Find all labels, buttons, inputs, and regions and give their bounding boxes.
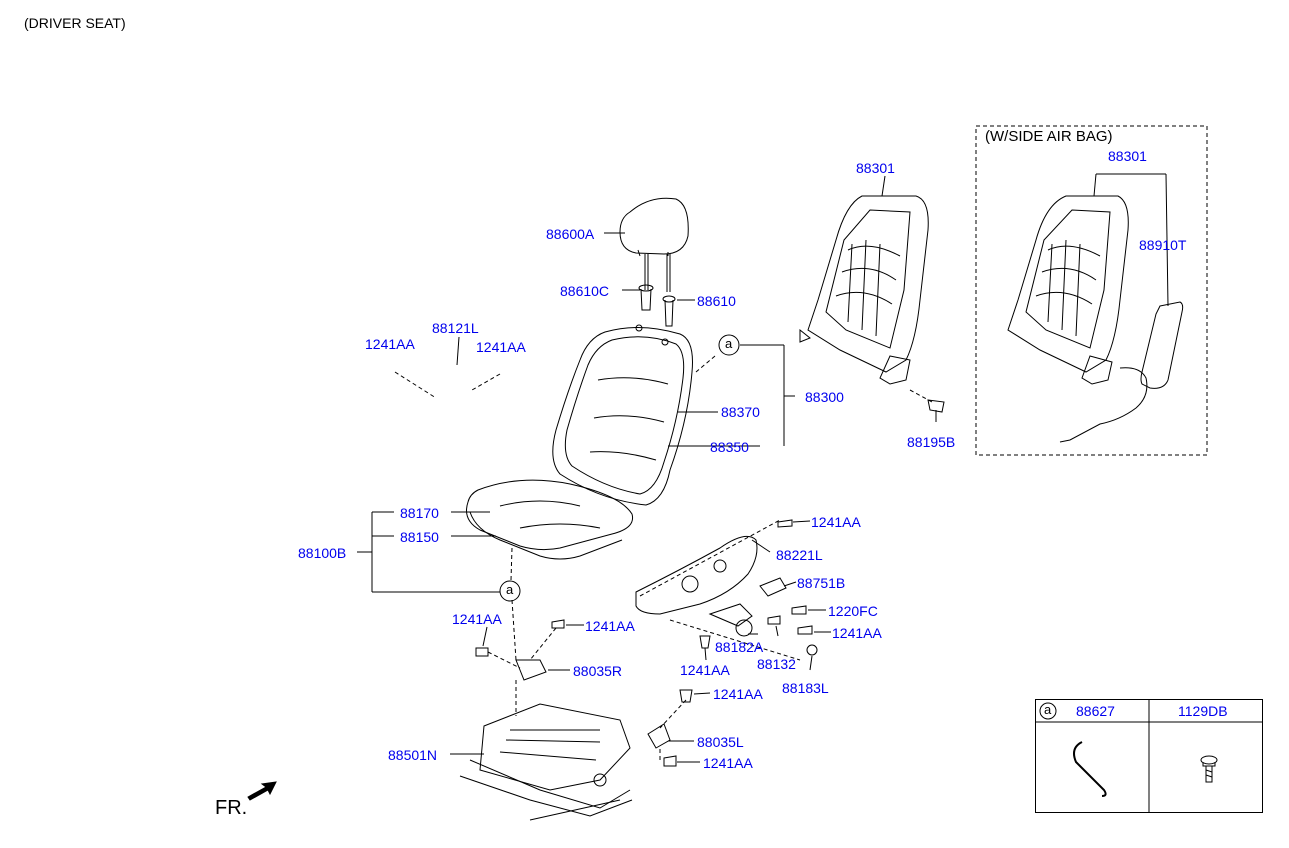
seatback-graphic [552, 324, 693, 506]
part-label-88610[interactable]: 88610 [697, 293, 736, 309]
part-label-1241AA-e[interactable]: 1241AA [452, 611, 502, 627]
side-cover-graphic [635, 535, 787, 637]
part-label-88150[interactable]: 88150 [400, 529, 439, 545]
part-label-88300[interactable]: 88300 [805, 389, 844, 405]
part-label-88501N[interactable]: 88501N [388, 747, 438, 763]
bolt-88195B-graphic [909, 389, 945, 422]
part-label-88121L[interactable]: 88121L [432, 320, 479, 336]
part-label-88035L[interactable]: 88035L [697, 734, 744, 750]
legend-marker-circle [1039, 702, 1057, 720]
legend-marker: a [1044, 702, 1052, 717]
part-label-88370[interactable]: 88370 [721, 404, 760, 420]
part-label-88100B[interactable]: 88100B [298, 545, 347, 561]
part-label-88221L[interactable]: 88221L [776, 547, 823, 563]
variant-box-title: (W/SIDE AIR BAG) [985, 128, 1113, 145]
legend-col2-label[interactable]: 1129DB [1178, 703, 1228, 719]
legend-col1-label[interactable]: 88627 [1076, 703, 1115, 719]
callout-circle-1 [718, 334, 740, 356]
part-label-1241AA-a[interactable]: 1241AA [365, 336, 415, 352]
part-label-88183L[interactable]: 88183L [782, 680, 829, 696]
variant-box-border [975, 125, 1208, 456]
part-label-88195B[interactable]: 88195B [907, 434, 956, 450]
part-label-1241AA-i[interactable]: 1241AA [703, 755, 753, 771]
part-label-88170[interactable]: 88170 [400, 505, 439, 521]
part-label-88600A[interactable]: 88600A [546, 226, 595, 242]
cushion-graphic [466, 479, 634, 560]
callout-marker-a-1: a [725, 336, 733, 351]
part-label-88301-b[interactable]: 88301 [1108, 148, 1147, 164]
callout-marker-a-2: a [506, 582, 514, 597]
part-label-1220FC[interactable]: 1220FC [828, 603, 878, 619]
headrest-graphic [619, 197, 689, 327]
part-label-1241AA-b[interactable]: 1241AA [476, 339, 526, 355]
bracket-graphic [515, 659, 671, 749]
part-label-1241AA-c[interactable]: 1241AA [811, 514, 861, 530]
page-title: (DRIVER SEAT) [24, 15, 126, 31]
bolt-1129DB-graphic [1200, 755, 1218, 783]
part-label-1241AA-f[interactable]: 1241AA [585, 618, 635, 634]
screws-graphic [475, 519, 818, 767]
part-label-1241AA-g[interactable]: 1241AA [680, 662, 730, 678]
orientation-label: FR. [215, 797, 248, 819]
part-label-88035R[interactable]: 88035R [573, 663, 623, 679]
legend-table [1035, 699, 1263, 813]
part-label-88610C[interactable]: 88610C [560, 283, 610, 299]
frame-graphic-1 [799, 195, 929, 385]
front-arrow-graphic [247, 781, 277, 801]
part-label-88132[interactable]: 88132 [757, 656, 796, 672]
seat-track-graphic [459, 703, 633, 821]
part-label-88350[interactable]: 88350 [710, 439, 749, 455]
part-label-88182A[interactable]: 88182A [715, 639, 764, 655]
part-label-88301-a[interactable]: 88301 [856, 160, 895, 176]
callout-circle-2 [499, 580, 521, 602]
airbag-graphic [1059, 301, 1184, 443]
part-label-88751B[interactable]: 88751B [797, 575, 846, 591]
part-label-88910T[interactable]: 88910T [1139, 237, 1187, 253]
part-label-1241AA-d[interactable]: 1241AA [832, 625, 882, 641]
leader-lines [357, 173, 1169, 763]
frame-graphic-2 [1007, 195, 1129, 385]
part-label-1241AA-h[interactable]: 1241AA [713, 686, 763, 702]
clip-88627-graphic [1073, 741, 1107, 797]
